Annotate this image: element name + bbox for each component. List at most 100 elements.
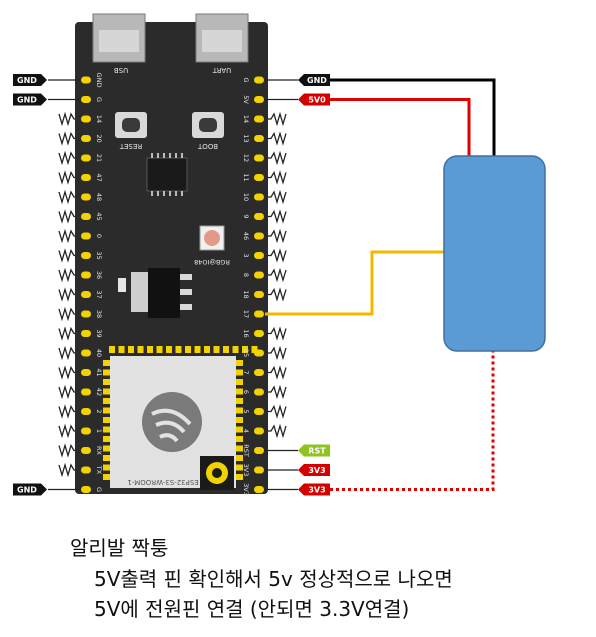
module-pad bbox=[185, 346, 191, 353]
left-pin-label: 40 bbox=[95, 349, 103, 357]
chip-pin bbox=[157, 153, 159, 158]
module-pad bbox=[236, 388, 243, 395]
right-pin-label: 3V3 bbox=[242, 464, 250, 477]
left-pin-label: 0 bbox=[95, 234, 103, 238]
left-pin-label: 35 bbox=[95, 251, 103, 259]
chip-pin bbox=[151, 153, 153, 158]
module-pad bbox=[103, 379, 110, 385]
gnd-wire bbox=[330, 78, 496, 156]
left-pin-label: TX bbox=[95, 465, 103, 475]
right-unconnected-pins bbox=[265, 111, 287, 439]
module-pad bbox=[103, 360, 110, 366]
right-pin-label: 12 bbox=[242, 154, 250, 162]
left-pin-label: RX bbox=[95, 446, 103, 456]
right-header-pin bbox=[254, 193, 264, 201]
right-gnd-tag-shape bbox=[298, 74, 330, 86]
module-pad bbox=[128, 346, 134, 353]
module-pad bbox=[236, 464, 243, 471]
left-pin-label: 2 bbox=[95, 409, 103, 413]
no-connect-marker bbox=[58, 287, 80, 302]
no-connect-marker bbox=[58, 111, 80, 127]
no-connect-marker bbox=[58, 189, 80, 205]
module-pad bbox=[103, 455, 110, 461]
left-unconnected-pins bbox=[58, 111, 80, 478]
module-pad bbox=[103, 436, 110, 442]
no-connect-marker bbox=[58, 267, 80, 283]
right-pin-label: G bbox=[242, 77, 250, 82]
left-pin-label: G bbox=[95, 97, 103, 102]
no-connect-marker bbox=[58, 150, 80, 166]
no-connect-marker bbox=[58, 345, 80, 361]
module-pad bbox=[236, 369, 243, 376]
module-pad bbox=[213, 346, 220, 353]
left-pin-label: 20 bbox=[95, 134, 103, 142]
module-pad bbox=[194, 346, 201, 353]
left-header-pin bbox=[81, 154, 91, 162]
rgb-label: RGB@IO48 bbox=[194, 258, 230, 266]
no-connect-marker bbox=[265, 423, 287, 439]
left-pin-label: 1 bbox=[95, 429, 103, 433]
left-pin-label: GND bbox=[95, 73, 103, 88]
module-pad bbox=[103, 417, 110, 423]
chip-pin bbox=[175, 153, 177, 158]
left-gnd-tag-shape bbox=[13, 483, 47, 496]
no-connect-marker bbox=[265, 404, 287, 419]
left-header-pin bbox=[81, 330, 91, 337]
right-header-pin bbox=[254, 447, 264, 454]
right-pin-label: 16 bbox=[242, 329, 250, 337]
right-5v-tag: 5V0 bbox=[298, 93, 330, 106]
left-gnd-tag: GND bbox=[13, 93, 47, 106]
no-connect-marker bbox=[58, 248, 80, 263]
mounting-hole-center bbox=[212, 468, 222, 478]
right-header-pin bbox=[254, 330, 264, 337]
right-header-pin bbox=[254, 486, 264, 493]
right-rst-tag-label: RST bbox=[308, 447, 326, 456]
module-pad bbox=[175, 346, 182, 353]
left-pin-label: 39 bbox=[95, 329, 103, 337]
right-pin-label: 14 bbox=[242, 115, 250, 123]
module-pad bbox=[103, 369, 110, 376]
5v-wire bbox=[330, 98, 471, 156]
module-pad bbox=[236, 379, 243, 385]
right-5v-tag-label: 5V0 bbox=[308, 96, 326, 105]
wires bbox=[48, 78, 496, 491]
right-pin-label: 9 bbox=[242, 214, 250, 218]
left-header-pin bbox=[81, 427, 91, 435]
no-connect-marker bbox=[265, 189, 287, 205]
left-header-pin bbox=[81, 174, 91, 181]
left-pin-label: 42 bbox=[95, 388, 103, 396]
module-pad bbox=[103, 407, 110, 414]
right-pin-label: 3V3 bbox=[242, 483, 250, 496]
regulator-lead bbox=[180, 304, 192, 310]
voltage-regulator bbox=[148, 268, 180, 318]
right-pin-label: 13 bbox=[242, 134, 250, 142]
left-header-pin bbox=[81, 271, 91, 279]
no-connect-marker bbox=[58, 423, 80, 439]
module-pad bbox=[236, 360, 243, 366]
chip-pin bbox=[163, 191, 165, 196]
right-3v3-tag-a: 3V3 bbox=[298, 464, 330, 476]
espressif-logo-swirl bbox=[151, 408, 192, 426]
module-pad bbox=[137, 346, 144, 353]
right-header-pin bbox=[254, 427, 264, 435]
right-3v3-tag-b: 3V3 bbox=[298, 483, 330, 496]
no-connect-marker bbox=[265, 228, 287, 244]
chip-pin bbox=[163, 153, 165, 158]
left-header-pin bbox=[81, 193, 91, 201]
regulator-lead bbox=[180, 274, 192, 280]
left-pin-label: 37 bbox=[95, 290, 103, 298]
left-pin-label: 45 bbox=[95, 212, 103, 220]
boot-label: BOOT bbox=[197, 142, 218, 150]
usb-label: USB bbox=[114, 66, 129, 74]
no-connect-marker bbox=[265, 345, 287, 361]
left-gnd-tag-label: GND bbox=[17, 96, 37, 105]
usb-uart-chip bbox=[146, 157, 188, 192]
right-pin-label: 10 bbox=[242, 193, 250, 201]
right-header-pin bbox=[254, 466, 264, 474]
module-pad bbox=[118, 346, 125, 353]
right-pin-label: 18 bbox=[242, 290, 250, 298]
chip-pin bbox=[181, 153, 183, 158]
no-connect-marker bbox=[58, 209, 80, 224]
right-3v3-tag-a-label: 3V3 bbox=[308, 466, 325, 475]
